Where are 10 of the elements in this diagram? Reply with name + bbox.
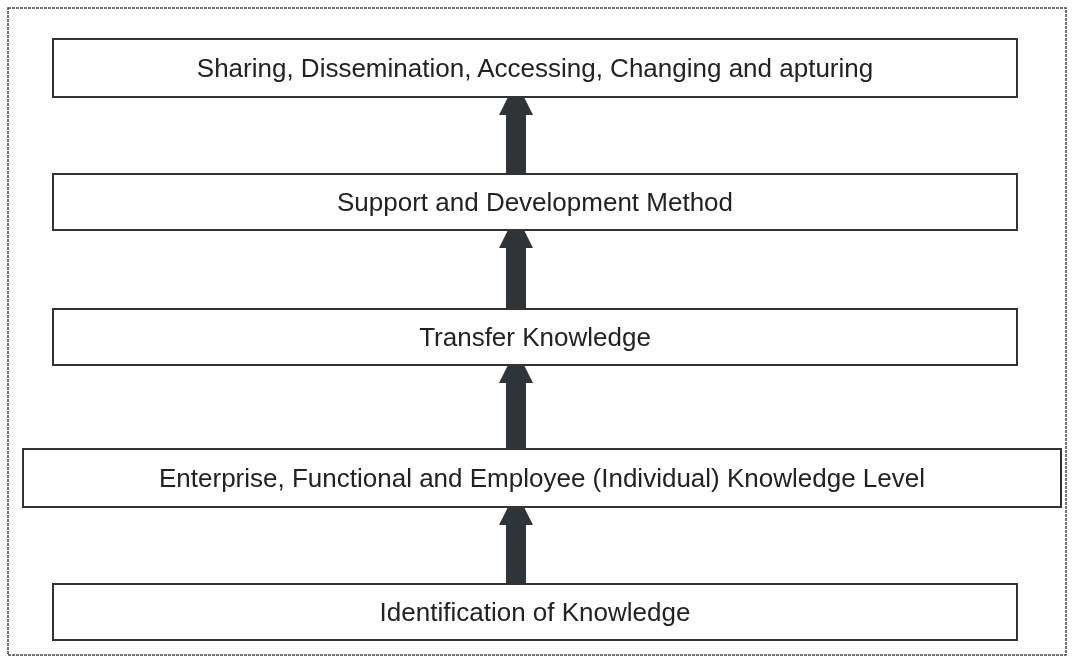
box-label: Sharing, Dissemination, Accessing, Changing and apturing <box>196 52 874 84</box>
box-label: Support and Development Method <box>337 186 733 218</box>
process-box <box>22 448 1062 508</box>
process-box <box>52 583 1018 641</box>
box-label: Transfer Knowledge <box>419 321 651 353</box>
process-box <box>52 38 1018 98</box>
box-label: Identification of Knowledge <box>379 596 691 628</box>
process-box <box>52 173 1018 231</box>
box-label: Enterprise, Functional and Employee (Individual) Knowledge Level <box>159 462 925 494</box>
process-box <box>52 308 1018 366</box>
